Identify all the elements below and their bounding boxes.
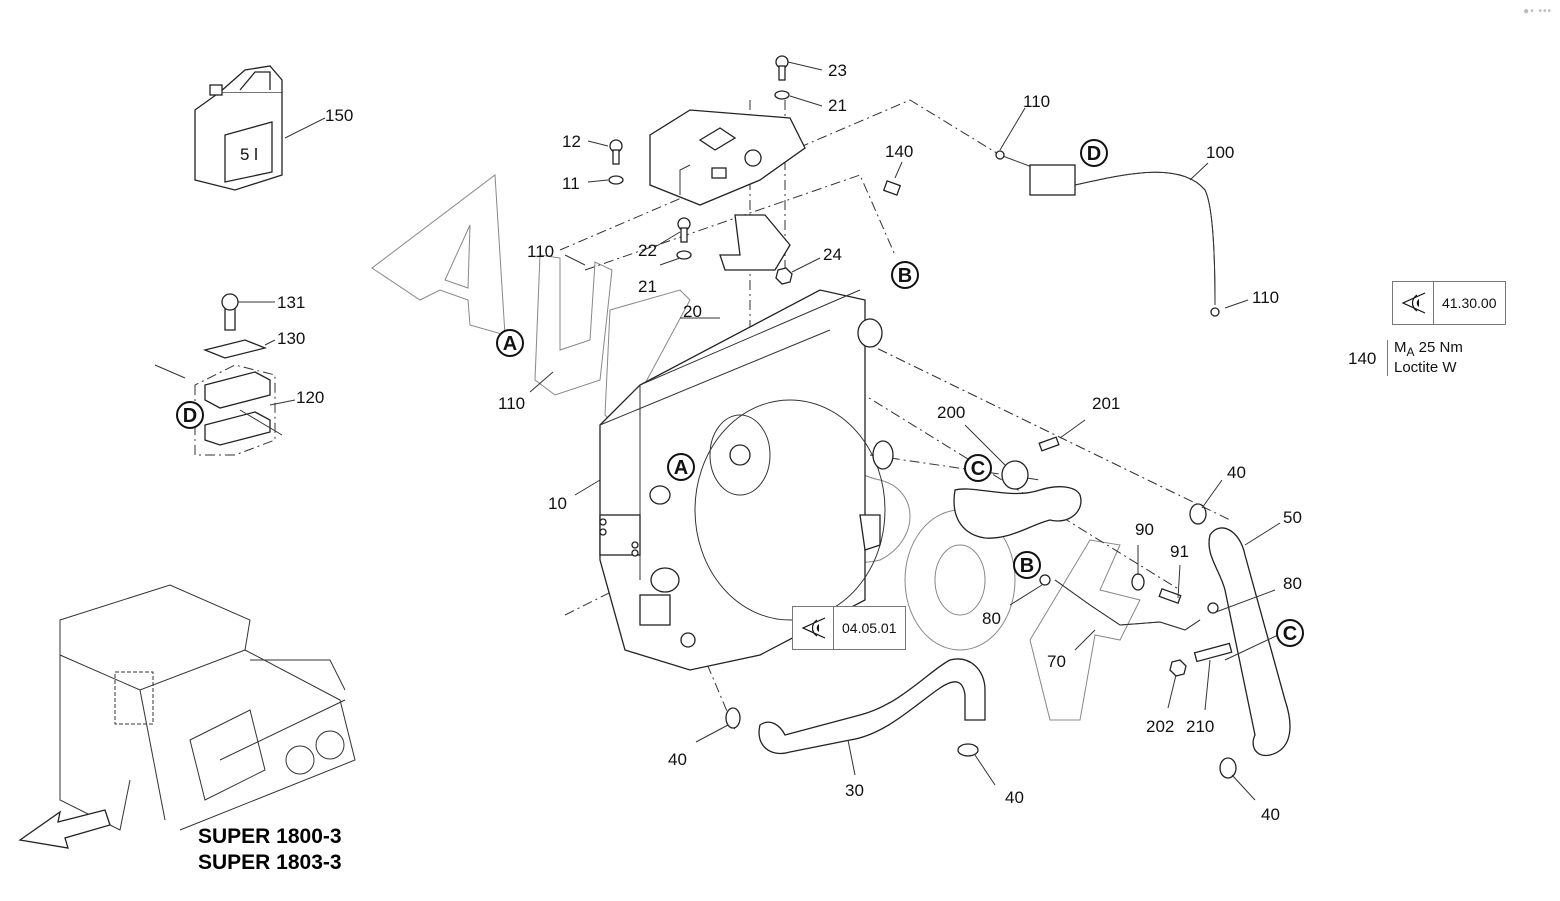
part-label: 10: [548, 494, 567, 513]
eye-icon: [1393, 282, 1434, 324]
callout-a: A: [496, 329, 524, 357]
hose-clamps-40: [725, 503, 1237, 779]
part-label: 110: [1252, 288, 1279, 307]
model-name: SUPER 1803-3: [198, 851, 342, 874]
part-label: 20: [683, 302, 702, 321]
part-label: 201: [1092, 394, 1120, 413]
small-fittings: [1039, 573, 1233, 677]
torque-value: 25 Nm: [1414, 339, 1463, 356]
vent-hose-100[interactable]: [995, 150, 1220, 317]
svg-text:A: A: [674, 457, 688, 479]
svg-text:D: D: [1087, 143, 1101, 165]
clamp-200[interactable]: [1001, 460, 1029, 490]
part-label: 40: [1227, 463, 1246, 482]
part-label: 21: [638, 277, 657, 296]
callout-c: C: [964, 454, 992, 482]
upper-hose[interactable]: [953, 486, 1082, 539]
model-name: SUPER 1800-3: [198, 825, 342, 848]
part-label: 70: [1047, 652, 1066, 671]
bolt-201[interactable]: [1038, 436, 1060, 452]
callouts: A A B B C C D D: [176, 139, 1304, 647]
expansion-tank[interactable]: [649, 109, 806, 206]
coolant-container-150[interactable]: 5 l: [194, 65, 283, 191]
part-label: 40: [1005, 788, 1024, 807]
leader-lines: [238, 61, 1281, 801]
part-label: 130: [277, 329, 305, 348]
part-label: 110: [1023, 92, 1050, 111]
reference-code: 41.30.00: [1442, 295, 1497, 311]
callout-c: C: [1276, 619, 1304, 647]
machine-overview-thumbnail: [18, 584, 356, 849]
loading-indicator: ●• •••: [1523, 6, 1552, 17]
torque-symbol: M: [1394, 339, 1407, 356]
sealant-note: Loctite W: [1394, 359, 1457, 376]
part-label: 91: [1170, 542, 1189, 561]
part-label: 120: [296, 388, 324, 407]
svg-text:D: D: [183, 405, 197, 427]
part-label: 110: [498, 394, 525, 413]
part-label: 100: [1206, 143, 1234, 162]
part-label: 202: [1146, 717, 1174, 736]
svg-text:A: A: [503, 333, 517, 355]
callout-d: D: [176, 401, 204, 429]
callout-b: B: [891, 261, 919, 289]
torque-part-number: 140: [1348, 349, 1377, 368]
callout-b: B: [1013, 551, 1041, 579]
part-label: 200: [937, 403, 965, 422]
part-label: 50: [1283, 508, 1302, 527]
svg-text:C: C: [971, 458, 985, 480]
eye-icon: [793, 607, 834, 649]
fasteners: [608, 55, 902, 285]
reference-code: 04.05.01: [842, 620, 897, 636]
svg-text:C: C: [1283, 623, 1297, 645]
part-label: 110: [527, 242, 554, 261]
torque-subscript: A: [1406, 345, 1415, 359]
pipe-70[interactable]: [1054, 579, 1201, 631]
callout-a: A: [667, 453, 695, 481]
part-label: 11: [562, 174, 580, 193]
part-label: 210: [1186, 717, 1214, 736]
part-label: 22: [638, 241, 657, 260]
reference-link-04-05-01[interactable]: 04.05.01: [792, 606, 906, 650]
container-volume: 5 l: [240, 145, 258, 164]
part-label: 23: [828, 61, 847, 80]
part-label: 140: [885, 142, 913, 161]
hose-30[interactable]: [758, 658, 986, 755]
reference-link-41-30-00[interactable]: 41.30.00: [1392, 281, 1506, 325]
part-label: 12: [562, 132, 581, 151]
svg-text:B: B: [1020, 555, 1034, 577]
torque-note: MA 25 Nm Loctite W: [1387, 340, 1463, 376]
callout-d: D: [1080, 139, 1108, 167]
part-label: 150: [325, 106, 353, 125]
part-label: 21: [828, 96, 847, 115]
radiator-10[interactable]: [599, 289, 894, 671]
part-label: 40: [668, 750, 687, 769]
hose-50[interactable]: [1208, 527, 1291, 757]
part-label: 90: [1135, 520, 1154, 539]
bracket-20[interactable]: [719, 214, 791, 271]
part-label: 30: [845, 781, 864, 800]
part-label: 24: [823, 245, 842, 264]
pipe-clamp-assembly[interactable]: [154, 293, 283, 456]
part-labels: 150 131 130 120 23 21 12 11 140 22 21 24…: [277, 61, 1302, 824]
part-label: 80: [1283, 574, 1302, 593]
part-label: 40: [1261, 805, 1280, 824]
svg-text:B: B: [898, 265, 912, 287]
part-label: 80: [982, 609, 1001, 628]
part-label: 131: [277, 293, 305, 312]
